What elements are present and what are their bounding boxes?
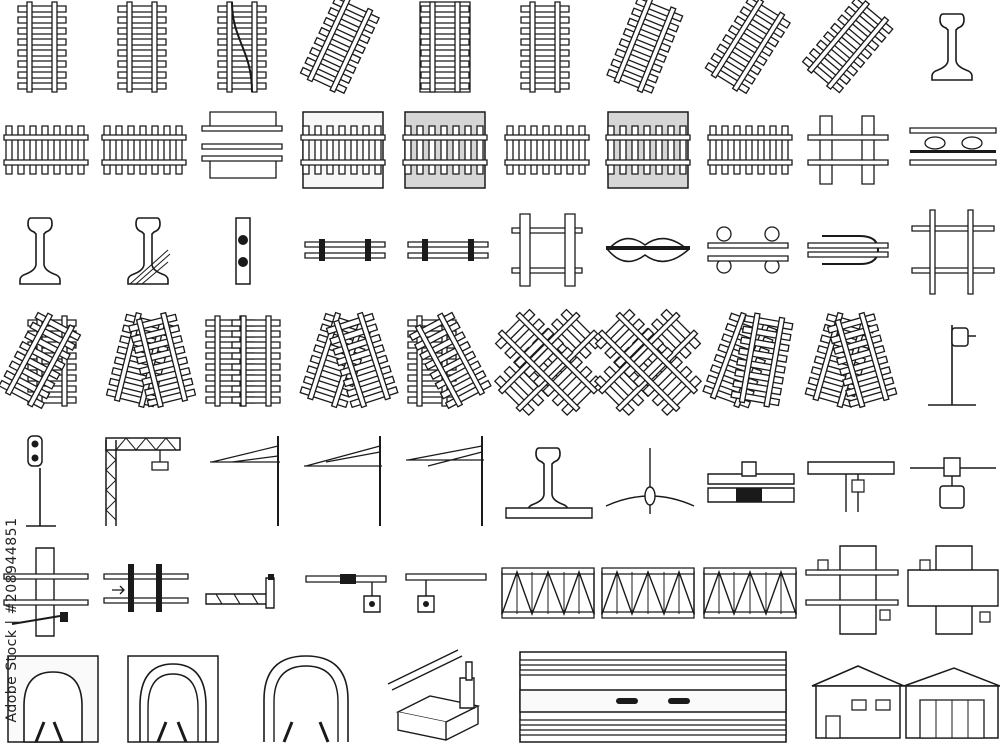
- straight-track-icon: [117, 1, 167, 93]
- rail-on-sleeper-icon: [506, 447, 592, 518]
- truss-bridge-icon: [601, 567, 695, 619]
- depot-building-icon: [904, 668, 1000, 738]
- track-row-1: [17, 0, 973, 97]
- curved-track-icon: [605, 0, 685, 97]
- twin-block-track-icon: [808, 116, 888, 184]
- wye-switch-icon: [298, 309, 400, 411]
- catenary-mast-icon: [304, 436, 382, 526]
- crossing-plan-icon: [908, 546, 998, 634]
- s-curve-track-icon: [217, 1, 267, 93]
- t-bracket-icon: [808, 462, 894, 512]
- double-switch-icon: [105, 309, 197, 411]
- hatched-rail-profile-icon: [127, 217, 170, 285]
- block-sleeper-track-icon: [707, 125, 793, 175]
- factory-icon: [388, 650, 478, 740]
- right-switch-icon: [407, 308, 493, 412]
- elastic-fastening-icon: [606, 239, 690, 262]
- rail-fishplate-icon: [236, 218, 250, 284]
- rail-profile-icon: [931, 13, 973, 81]
- concrete-sleeper-track-icon: [504, 125, 590, 175]
- rail-fastening-icon: [910, 128, 996, 165]
- y-switch-icon: [803, 309, 899, 411]
- curved-track-icon: [298, 0, 382, 97]
- sleeper-detail-icon: [202, 112, 282, 178]
- track-gauge-frame-icon: [912, 210, 994, 294]
- brick-tunnel-icon: [8, 656, 98, 742]
- contact-wire-insulator-icon: [606, 448, 694, 514]
- diamond-crossing-icon: [592, 306, 704, 418]
- straight-track-icon: [520, 1, 570, 93]
- track-row-4: [0, 306, 976, 418]
- straight-track-icon: [17, 1, 67, 93]
- gravel-track-icon: [605, 112, 691, 188]
- truss-bridge-icon: [501, 567, 595, 619]
- rail-profile-icon: [19, 217, 61, 285]
- rail-joint-clip-icon: [808, 236, 888, 264]
- track-row-5: [26, 436, 996, 526]
- cable-reel-icon: [104, 564, 188, 612]
- concrete-tunnel-icon: [128, 656, 218, 742]
- track-row-2: [3, 112, 996, 188]
- signal-box-icon: [306, 574, 386, 612]
- railway-signal-icon: [26, 436, 56, 526]
- rail-welding-joint-icon: [708, 462, 794, 502]
- barrier-gate-icon: [206, 574, 274, 608]
- crossing-plan-icon: [806, 546, 898, 634]
- spring-clip-icon: [708, 227, 788, 273]
- track-row-6: [4, 546, 998, 636]
- curved-track-icon: [800, 0, 896, 96]
- level-crossing-icon: [4, 548, 88, 636]
- track-row-7: [8, 650, 1000, 742]
- diamond-crossing-icon: [492, 306, 604, 418]
- catenary-mast-icon: [406, 436, 484, 526]
- station-platform-icon: [520, 652, 786, 742]
- truss-bridge-icon: [703, 567, 797, 619]
- track-row-3: [19, 210, 994, 294]
- curved-switch-icon: [701, 308, 795, 412]
- dwarf-signal-icon: [928, 325, 976, 405]
- track-with-sleepers-icon: [420, 1, 470, 93]
- timber-sleeper-track-icon: [101, 125, 187, 175]
- ballast-track-icon: [300, 112, 386, 188]
- gravel-track-icon: [402, 112, 488, 188]
- signal-box-icon: [406, 574, 486, 612]
- timber-sleeper-track-icon: [3, 125, 89, 175]
- rail-clip-icon: [407, 238, 489, 262]
- left-switch-icon: [0, 308, 83, 412]
- gantry-crane-icon: [106, 438, 180, 526]
- catenary-mast-icon: [210, 436, 280, 526]
- sleeper-clip-icon: [512, 214, 582, 286]
- tunnel-portal-icon: [264, 656, 348, 742]
- station-building-icon: [812, 666, 904, 738]
- overhead-clamp-icon: [910, 458, 996, 508]
- parallel-track-icon: [205, 315, 281, 407]
- rail-clip-icon: [304, 238, 386, 262]
- curved-track-icon: [703, 0, 793, 97]
